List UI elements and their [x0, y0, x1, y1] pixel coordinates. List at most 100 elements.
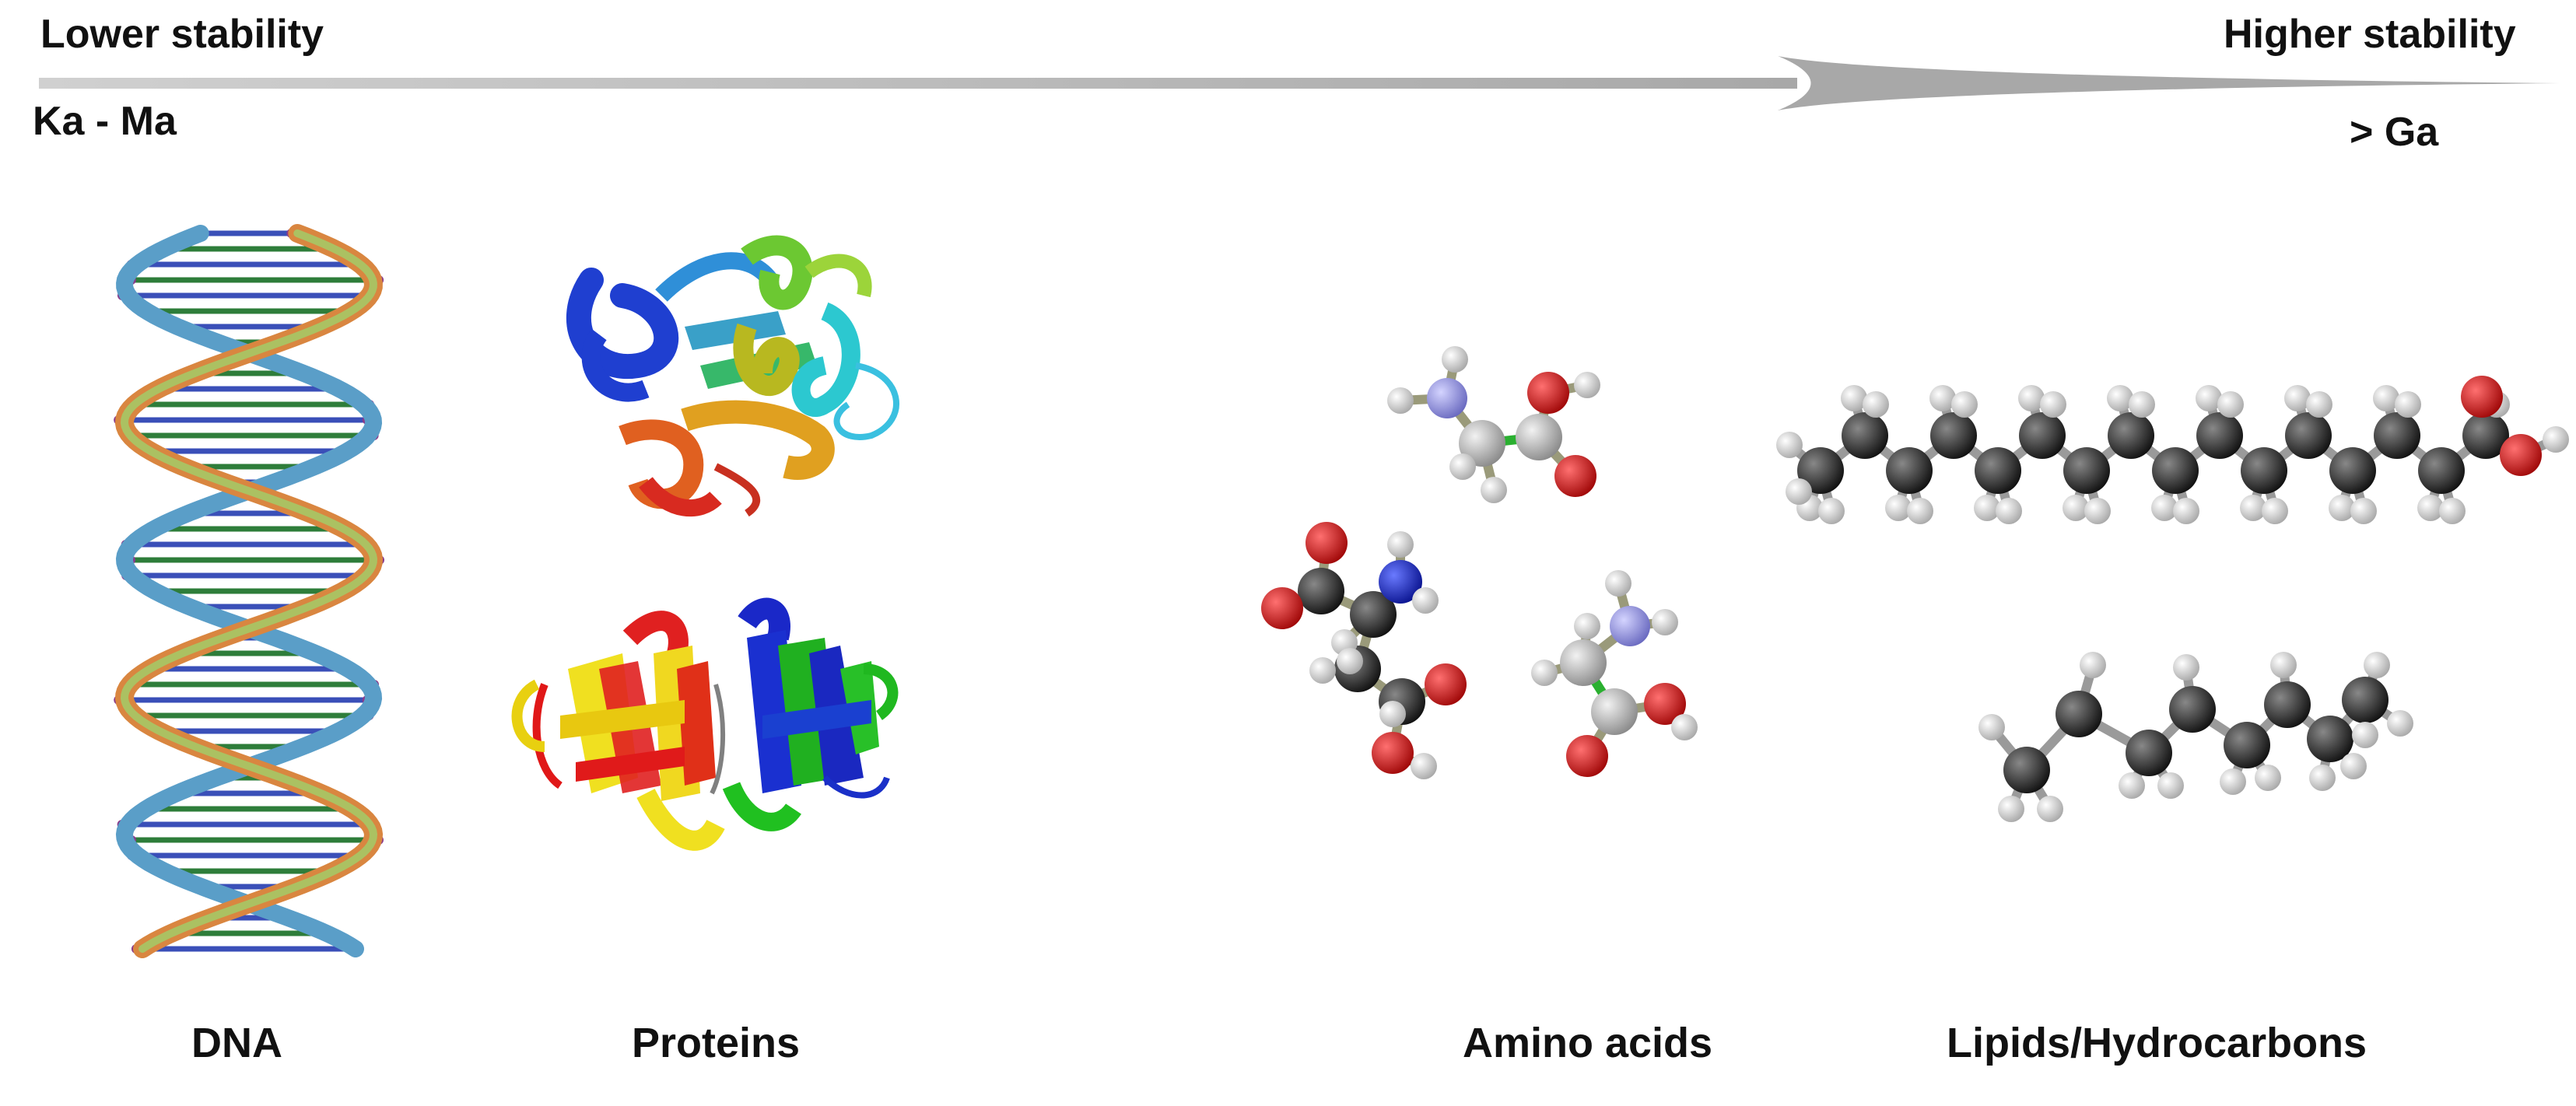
carbon-atom: [1930, 412, 1977, 459]
carbon-atom: [1560, 639, 1607, 686]
carbon-atom: [1298, 568, 1344, 614]
oxygen-atom: [1527, 372, 1569, 414]
carbon-atom: [1886, 447, 1933, 494]
hydrogen-atom: [1531, 660, 1558, 686]
hydrogen-atom: [2340, 753, 2367, 779]
hydrogen-atom: [2240, 495, 2266, 521]
hydrogen-atom: [2329, 495, 2355, 521]
carbon-atom: [2224, 722, 2270, 768]
hydrogen-atom: [1818, 498, 1845, 524]
carbon-atom: [2418, 447, 2465, 494]
oxygen-atom: [2500, 434, 2542, 476]
hydrogen-atom: [1841, 385, 1867, 411]
dna-label: DNA: [191, 1020, 282, 1066]
hydrogen-atom: [1387, 387, 1414, 414]
carbon-atom: [1459, 420, 1505, 467]
hydrogen-atom: [2387, 710, 2413, 737]
hydrogen-atom: [1442, 346, 1468, 373]
carbon-atom: [2152, 447, 2199, 494]
hydrogen-atom: [1449, 453, 1476, 480]
hydrogen-atom: [1574, 613, 1600, 639]
oxygen-atom: [1425, 663, 1467, 705]
hydrogen-atom: [1605, 570, 1631, 597]
oxygen-atom: [1372, 732, 1414, 774]
protein-structure-top: [566, 235, 899, 517]
hydrogen-atom: [2217, 391, 2244, 418]
hydrogen-atom: [2364, 652, 2390, 678]
hydrogen-atom: [2255, 765, 2281, 791]
carbon-atom: [2241, 447, 2287, 494]
hydrogen-atom: [2284, 385, 2311, 411]
hydrogen-atom: [1978, 714, 2005, 740]
hydrogen-atom: [2107, 385, 2133, 411]
proteins-label: Proteins: [632, 1020, 801, 1066]
oxygen-atom: [1644, 683, 1686, 725]
carbon-atom: [1797, 447, 1844, 494]
carbon-atom: [1591, 688, 1638, 735]
hydrogen-atom: [1387, 531, 1414, 558]
hydrogen-atom: [1337, 648, 1363, 674]
carbon-atom: [2126, 730, 2172, 776]
hydrogen-atom: [2084, 498, 2111, 524]
age-ka-ma-label: Ka - Ma: [33, 99, 177, 144]
carbon-atom: [2019, 412, 2066, 459]
hydrogen-atom: [2196, 385, 2222, 411]
carbon-atom: [2342, 677, 2388, 723]
carbon-atom: [2285, 412, 2332, 459]
carbon-atom: [2108, 412, 2154, 459]
carbon-atom: [2264, 681, 2311, 728]
hydrogen-atom: [1411, 753, 1437, 779]
hydrogen-atom: [2129, 391, 2155, 418]
hydrogen-atom: [1998, 796, 2024, 822]
carbon-atom: [2307, 716, 2353, 762]
oxygen-atom: [1554, 455, 1596, 497]
hydrogen-atom: [2151, 495, 2178, 521]
hydrogen-atom: [1786, 478, 1812, 505]
hydrogen-atom: [1379, 701, 1406, 727]
hydrogen-atom: [1481, 477, 1507, 503]
lower-stability-label: Lower stability: [40, 12, 324, 57]
carbon-atom: [2329, 447, 2376, 494]
hydrogen-atom: [2119, 772, 2145, 799]
hydrogen-atom: [2220, 768, 2246, 795]
hydrogen-atom: [1412, 587, 1439, 614]
carbon-atom: [2374, 412, 2420, 459]
dna-strand-front-highlight: [120, 229, 378, 953]
hydrogen-atom: [2173, 498, 2199, 524]
carbon-atom: [2196, 412, 2243, 459]
carbon-atom: [2056, 691, 2102, 737]
hydrogen-atom: [1652, 609, 1678, 635]
hydrogen-atom: [2417, 495, 2444, 521]
hydrogen-atom: [2306, 391, 2332, 418]
hydrogen-atom: [1974, 495, 2000, 521]
protein-structure-bottom: [511, 597, 899, 851]
hydrogen-atom: [2373, 385, 2399, 411]
hydrogen-atom: [2080, 652, 2106, 678]
higher-stability-label: Higher stability: [2224, 12, 2516, 57]
hydrogen-atom: [1776, 432, 1803, 458]
oxygen-atom: [1306, 522, 1348, 564]
carbon-atom: [1350, 591, 1397, 638]
hydrogen-atom: [1951, 391, 1978, 418]
hydrogen-atom: [1907, 498, 1933, 524]
hydrogen-atom: [2270, 652, 2297, 678]
arrow-head: [1778, 56, 2560, 110]
hydrogen-atom: [2543, 426, 2569, 453]
carbon-atom: [2462, 412, 2509, 459]
hydrogen-atom: [2173, 654, 2199, 681]
hydrogen-atom: [1885, 495, 1912, 521]
amino-acids-label: Amino acids: [1463, 1020, 1713, 1066]
nitrogen-atom: [1379, 560, 1422, 604]
hydrogen-atom: [1574, 372, 1600, 398]
carbon-atom: [1516, 414, 1562, 460]
carbon-atom: [1842, 412, 1888, 459]
nitrogen-atom: [1427, 378, 1467, 418]
oxygen-atom: [1566, 735, 1608, 777]
hydrogen-atom: [1996, 498, 2022, 524]
carbon-atom: [1975, 447, 2021, 494]
hydrogen-atom: [2157, 772, 2184, 799]
hydrogen-atom: [2350, 498, 2377, 524]
nitrogen-atom: [1610, 606, 1650, 646]
